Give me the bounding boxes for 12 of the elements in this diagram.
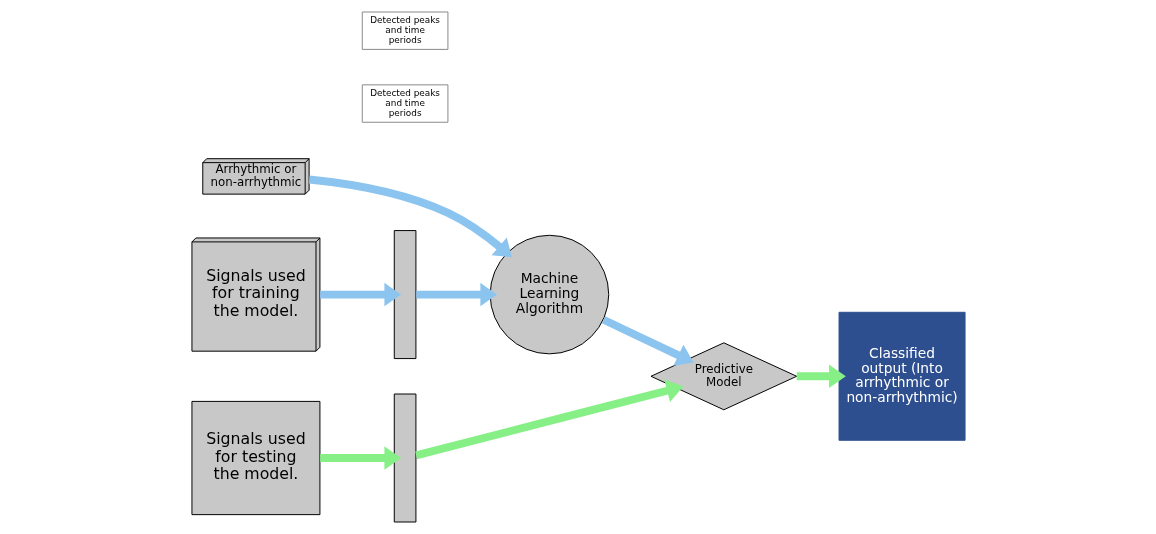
node-box: Detected peaks and time periods (361, 84, 448, 123)
node-box: Classified output (Into arrhythmic or non-arrhythmic) (838, 311, 966, 441)
arrow (796, 364, 846, 388)
node-box: Detected peaks and time periods (361, 11, 448, 50)
arrow (415, 282, 497, 307)
arrow (308, 175, 512, 258)
node-bar (393, 393, 416, 523)
arrow (319, 282, 401, 307)
arrow (319, 446, 401, 470)
arrow (601, 316, 694, 366)
node-box: Signals used for testing the model. (190, 400, 320, 516)
node-bar (393, 230, 416, 360)
